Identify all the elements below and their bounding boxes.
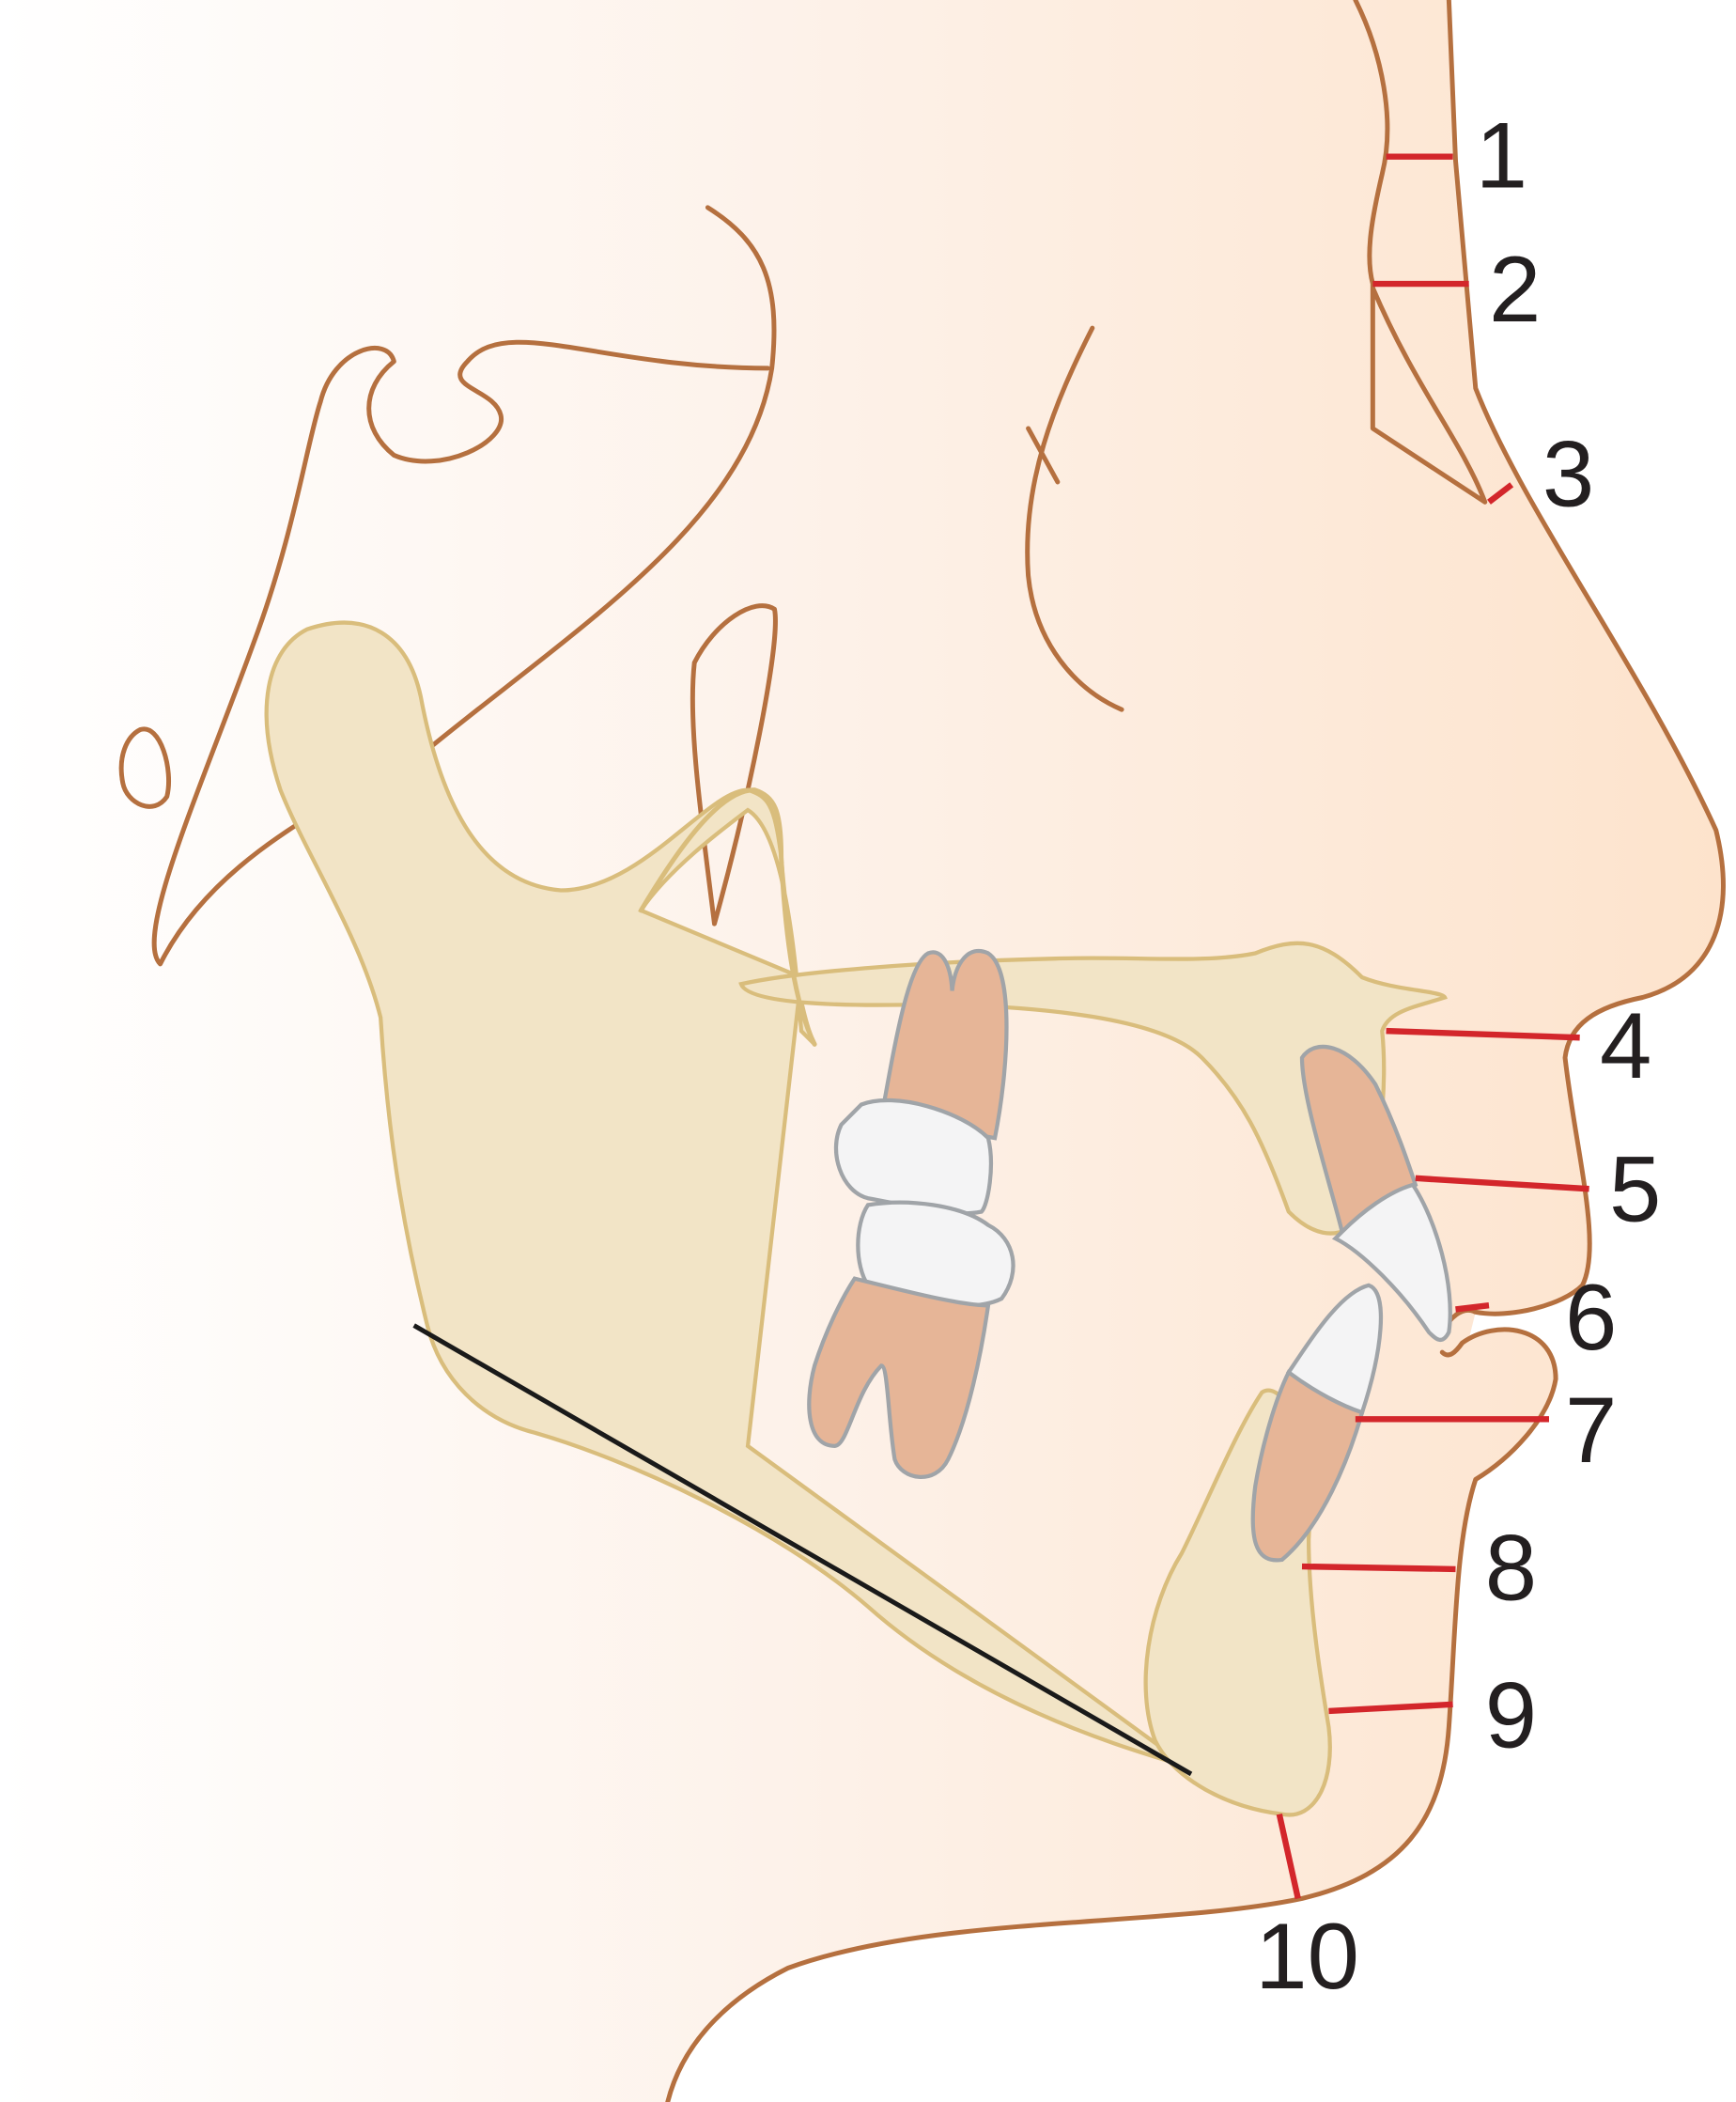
measurement-line-5 [1415, 1175, 1589, 1192]
pterygomaxillary-tracing [638, 787, 817, 1047]
lower-molar-crown [856, 1200, 1015, 1308]
ear-tracing [118, 726, 172, 809]
maxilla-palate [738, 941, 1448, 1236]
upper-incisor-root [1299, 1044, 1418, 1236]
upper-molar-root [878, 949, 1009, 1141]
pterygoid-tracing [690, 603, 778, 926]
orbit-tracing [1025, 325, 1124, 712]
measurement-line-6 [1455, 1302, 1490, 1313]
measurement-line-3 [1487, 482, 1514, 505]
nasal-bone-tracing [1353, 0, 1488, 505]
label-2: 2 [1489, 238, 1541, 342]
label-5: 5 [1609, 1137, 1661, 1241]
label-3: 3 [1542, 422, 1594, 526]
label-9: 9 [1485, 1663, 1537, 1767]
soft-tissue-profile [665, 0, 1726, 2102]
mandibular-plane-line [412, 1323, 1193, 1777]
label-6: 6 [1565, 1266, 1617, 1370]
lower-incisor-root [1250, 1369, 1365, 1563]
lower-molar-root [807, 1276, 991, 1479]
label-10: 10 [1255, 1905, 1359, 2009]
measurement-line-4 [1386, 1027, 1580, 1041]
label-7: 7 [1565, 1378, 1617, 1483]
label-4: 4 [1600, 994, 1651, 1098]
measurement-line-9 [1328, 1701, 1453, 1715]
measurement-line-8 [1301, 1563, 1456, 1573]
measurement-line-10 [1276, 1813, 1301, 1900]
label-8: 8 [1485, 1517, 1537, 1621]
label-1: 1 [1476, 103, 1527, 208]
upper-molar-crown [833, 1098, 994, 1216]
cranial-base-tracing [151, 205, 777, 967]
upper-incisor-crown [1331, 1182, 1452, 1342]
measurement-lines [1276, 153, 1589, 1900]
